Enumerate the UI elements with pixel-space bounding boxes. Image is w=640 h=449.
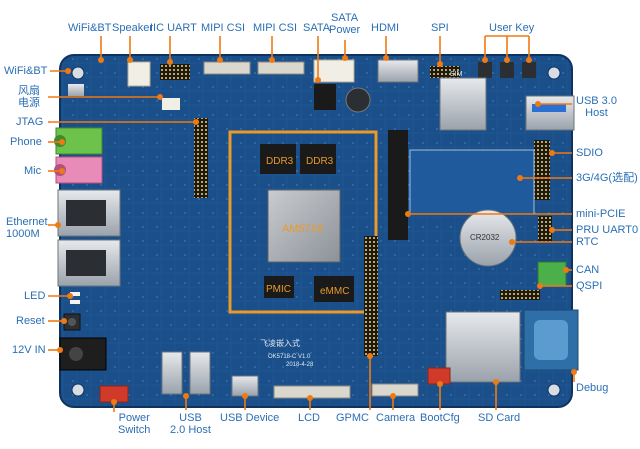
ddr3-b-label: DDR3 — [306, 156, 334, 167]
label-wifi-bt-top: WiFi&BT — [68, 22, 112, 34]
can-terminal — [537, 261, 567, 287]
capacitor — [345, 87, 371, 113]
label-sata-power: SATA Power — [329, 12, 361, 36]
mini-pcie-slot — [388, 130, 408, 240]
usb3-port — [525, 95, 575, 131]
label-gpmc: GPMC — [336, 412, 369, 424]
pru-uart-header — [538, 216, 552, 242]
date-silk: 2018-4-28 — [286, 362, 314, 368]
rtc-battery — [459, 209, 517, 267]
label-mipi-csi-2: MIPI CSI — [253, 22, 298, 34]
sata-connector — [314, 84, 336, 110]
led-indicators — [70, 292, 80, 296]
soc-label: AM5718 — [282, 223, 323, 235]
mic-jack — [55, 156, 103, 184]
label-spi: SPI — [431, 22, 449, 34]
som-frame — [228, 130, 378, 314]
mipi-csi-1-connector — [203, 61, 251, 75]
label-camera: Camera — [376, 412, 416, 424]
label-user-key: User Key — [489, 22, 535, 34]
gpmc-header — [364, 236, 378, 356]
ddr3-b — [300, 144, 336, 174]
battery-silk: CR2032 — [470, 233, 500, 242]
sdio-header — [534, 140, 550, 200]
label-qspi: QSPI — [576, 280, 603, 292]
label-mic: Mic — [24, 165, 42, 177]
qspi-header — [500, 290, 540, 300]
label-speaker: Speaker — [112, 22, 153, 34]
label-debug: Debug — [576, 382, 609, 394]
usb2-port-1 — [161, 351, 183, 395]
label-jtag: JTAG — [16, 116, 44, 128]
jtag-header — [194, 118, 208, 198]
label-sata: SATA — [303, 22, 331, 34]
label-wifi-bt-left: WiFi&BT — [4, 65, 48, 77]
label-hdmi: HDMI — [371, 22, 400, 34]
usb2-port-2 — [189, 351, 211, 395]
sd-card-slot — [445, 311, 521, 383]
label-phone: Phone — [10, 136, 42, 148]
pmic-label: PMIC — [266, 284, 291, 295]
spi-header — [430, 66, 460, 78]
label-mipi-csi-1: MIPI CSI — [201, 22, 246, 34]
iic-uart-header — [160, 64, 190, 80]
leader-lines — [48, 35, 575, 412]
hdmi-port — [377, 59, 419, 83]
fan-power-header — [162, 98, 180, 110]
label-usb2: USB 2.0 Host — [170, 412, 211, 436]
label-sd-card: SD Card — [478, 412, 521, 424]
label-usb-device: USB Device — [220, 412, 280, 424]
chip-labels: DDR3 DDR3 AM5718 PMIC eMMC SIM CR2032 飞凌… — [260, 71, 500, 368]
mipi-csi-2-connector — [257, 61, 305, 75]
speaker-connector — [127, 61, 151, 87]
soc-chip — [267, 189, 341, 263]
sim-slot — [439, 77, 487, 131]
label-can: CAN — [576, 264, 600, 276]
ddr3-a-label: DDR3 — [266, 156, 294, 167]
user-key-2 — [500, 62, 514, 78]
label-rtc: RTC — [576, 236, 599, 248]
leader-dots — [55, 55, 577, 405]
label-usb3: USB 3.0 Host — [576, 95, 617, 119]
label-ethernet: Ethernet 1000M — [6, 216, 48, 240]
label-led: LED — [24, 290, 46, 302]
sata-power-connector — [313, 59, 355, 83]
label-lcd: LCD — [298, 412, 321, 424]
label-12v-in: 12V IN — [12, 344, 46, 356]
label-pru-uart0: PRU UART0 — [576, 224, 639, 236]
label-mini-pcie: mini-PCIE — [576, 208, 626, 220]
label-bootcfg: BootCfg — [420, 412, 460, 424]
label-fan-power: 风扇 电源 — [18, 85, 40, 109]
model-silk: OK5718-C V1.0 — [268, 354, 311, 360]
emmc-chip — [314, 276, 354, 302]
wifi-antenna-connector — [68, 84, 84, 96]
label-reset: Reset — [16, 315, 45, 327]
user-key-3 — [522, 62, 536, 78]
sim-silk: SIM — [450, 71, 463, 78]
pmic-chip — [264, 276, 294, 298]
user-key-1 — [478, 62, 492, 78]
label-power-switch: Power Switch — [118, 412, 151, 436]
3g4g-module-area — [409, 149, 535, 215]
brand-silk: 飞凌嵌入式 — [260, 338, 300, 348]
label-3g4g: 3G/4G(选配) — [576, 172, 638, 184]
label-sdio: SDIO — [576, 147, 603, 159]
emmc-label: eMMC — [320, 286, 349, 297]
label-iic-uart: IIC UART — [150, 22, 197, 34]
ddr3-a — [260, 144, 296, 174]
